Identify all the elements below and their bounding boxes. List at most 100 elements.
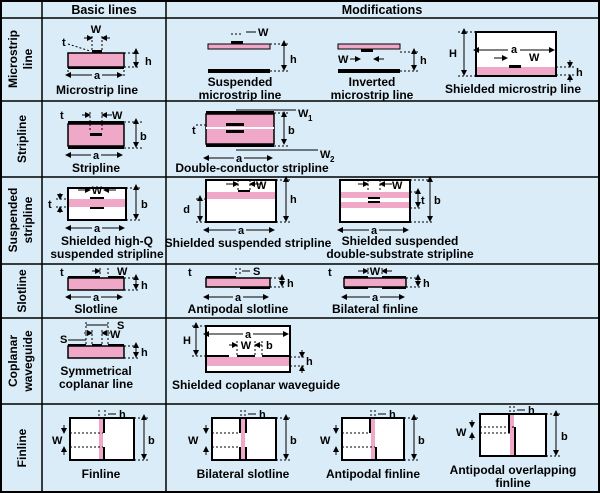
- header-modifications: Modifications: [342, 3, 423, 17]
- shielded-cpw-diagram: a W b H h Shielded coplanar waveguide: [172, 322, 340, 392]
- svg-text:W: W: [241, 340, 252, 352]
- caption-high-q-1: Shielded high-Q: [61, 234, 153, 248]
- svg-text:b: b: [290, 435, 297, 447]
- row-labels: Microstrip line Stripline Suspended stri…: [6, 30, 35, 467]
- svg-text:W: W: [52, 435, 63, 447]
- svg-text:S: S: [253, 266, 260, 278]
- caption-suspended-2: microstrip line: [199, 88, 282, 102]
- svg-text:t: t: [48, 199, 52, 211]
- svg-text:t: t: [60, 267, 64, 279]
- svg-text:W: W: [256, 180, 267, 192]
- svg-text:1: 1: [308, 114, 313, 123]
- shielded-high-q-diagram: W t b a Shielded high-Q suspended stripl…: [48, 184, 164, 261]
- svg-text:t: t: [328, 267, 332, 279]
- caption-antipodal-slotline: Antipodal slotline: [188, 302, 289, 316]
- double-conductor-stripline-diagram: W 1 W 2 t b a Double-conductor stripline: [175, 108, 335, 175]
- header-basic-lines: Basic lines: [71, 3, 136, 17]
- svg-text:h: h: [287, 278, 294, 290]
- caption-shielded-suspended: Shielded suspended stripline: [165, 236, 332, 250]
- antipodal-overlapping-finline-diagram: W h b Antipodal overlapping finline: [450, 405, 577, 490]
- svg-text:W: W: [91, 24, 102, 36]
- symmetrical-coplanar-diagram: S W S h Symmetrical coplanar line: [59, 320, 148, 391]
- row-label-coplanar-2: waveguide: [21, 330, 35, 393]
- row-label-microstrip-1: Microstrip: [6, 30, 20, 88]
- svg-text:W: W: [258, 27, 269, 39]
- svg-text:W: W: [320, 435, 331, 447]
- caption-inverted-2: microstrip line: [331, 88, 414, 102]
- svg-text:b: b: [434, 195, 441, 207]
- svg-text:a: a: [235, 292, 242, 304]
- svg-text:h: h: [420, 55, 427, 67]
- svg-text:b: b: [148, 435, 155, 447]
- caption-antipodal-finline: Antipodal finline: [326, 467, 420, 481]
- svg-text:S: S: [117, 320, 124, 332]
- svg-text:t: t: [192, 125, 196, 137]
- svg-text:b: b: [141, 199, 148, 211]
- caption-finline: Finline: [82, 467, 121, 481]
- svg-text:a: a: [371, 225, 378, 237]
- svg-text:S: S: [60, 334, 67, 346]
- row-label-stripline: Stripline: [15, 115, 29, 163]
- bilateral-slotline-diagram: W h b Bilateral slotline: [188, 409, 297, 481]
- caption-antipodal-overlapping-2: finline: [495, 476, 531, 490]
- row-label-suspended-2: stripline: [21, 196, 35, 243]
- svg-text:W: W: [110, 329, 121, 341]
- svg-text:t: t: [60, 110, 64, 122]
- svg-text:t: t: [421, 195, 425, 207]
- svg-text:h: h: [576, 67, 583, 79]
- row-label-suspended-1: Suspended: [6, 188, 20, 253]
- stripline-diagram: W t b a Stripline: [60, 110, 147, 175]
- svg-text:h: h: [306, 356, 313, 368]
- svg-text:W: W: [529, 52, 540, 64]
- antipodal-slotline-diagram: S t h a Antipodal slotline: [188, 266, 294, 316]
- caption-symmetrical-2: coplanar line: [59, 377, 133, 391]
- caption-antipodal-overlapping-1: Antipodal overlapping: [450, 463, 577, 477]
- svg-text:H: H: [183, 335, 191, 347]
- caption-microstrip-line: Microstrip line: [56, 83, 138, 97]
- bilateral-finline-diagram: W t h a Bilateral finline: [328, 266, 430, 316]
- caption-inverted-1: Inverted: [349, 75, 396, 89]
- caption-symmetrical-1: Symmetrical: [60, 364, 131, 378]
- svg-text:h: h: [119, 409, 126, 421]
- svg-text:h: h: [141, 280, 148, 292]
- svg-text:h: h: [290, 54, 297, 66]
- caption-double-substrate-2: double-substrate stripline: [326, 247, 474, 261]
- shielded-microstrip-diagram: a W H h Shielded microstrip line: [445, 28, 583, 96]
- svg-text:W: W: [298, 108, 309, 120]
- svg-text:a: a: [372, 292, 379, 304]
- svg-text:a: a: [93, 150, 100, 162]
- svg-text:W: W: [338, 54, 349, 66]
- svg-text:h: h: [290, 194, 297, 206]
- shielded-suspended-stripline-diagram: W d h a Shielded suspended stripline: [165, 176, 332, 250]
- slotline-diagram: W t h a Slotline: [60, 266, 148, 316]
- caption-bilateral-slotline: Bilateral slotline: [197, 467, 290, 481]
- svg-text:d: d: [183, 204, 190, 216]
- svg-text:W: W: [392, 180, 403, 192]
- svg-text:a: a: [94, 70, 101, 82]
- svg-text:h: h: [389, 409, 396, 421]
- caption-double-conductor: Double-conductor stripline: [175, 161, 329, 175]
- svg-text:a: a: [93, 292, 100, 304]
- svg-text:a: a: [94, 223, 101, 235]
- row-label-microstrip-2: line: [21, 48, 35, 69]
- svg-text:H: H: [449, 48, 457, 60]
- svg-text:b: b: [561, 431, 568, 443]
- svg-text:h: h: [423, 278, 430, 290]
- caption-suspended-1: Suspended: [208, 75, 273, 89]
- caption-stripline: Stripline: [72, 161, 120, 175]
- svg-text:b: b: [266, 340, 273, 352]
- finline-diagram: W h b Finline: [52, 409, 155, 481]
- row-label-coplanar-1: Coplanar: [6, 335, 20, 387]
- antipodal-finline-diagram: W h b Antipodal finline: [320, 409, 425, 481]
- svg-text:a: a: [511, 44, 518, 56]
- caption-shielded-microstrip: Shielded microstrip line: [445, 82, 581, 96]
- svg-text:W: W: [370, 266, 381, 278]
- inverted-microstrip-diagram: W h Inverted microstrip line: [331, 43, 427, 102]
- caption-high-q-2: suspended stripline: [50, 247, 164, 261]
- suspended-microstrip-diagram: W h Suspended microstrip line: [199, 27, 297, 102]
- caption-slotline: Slotline: [74, 302, 118, 316]
- microstrip-line-diagram: W t h a Microstrip line: [56, 24, 152, 97]
